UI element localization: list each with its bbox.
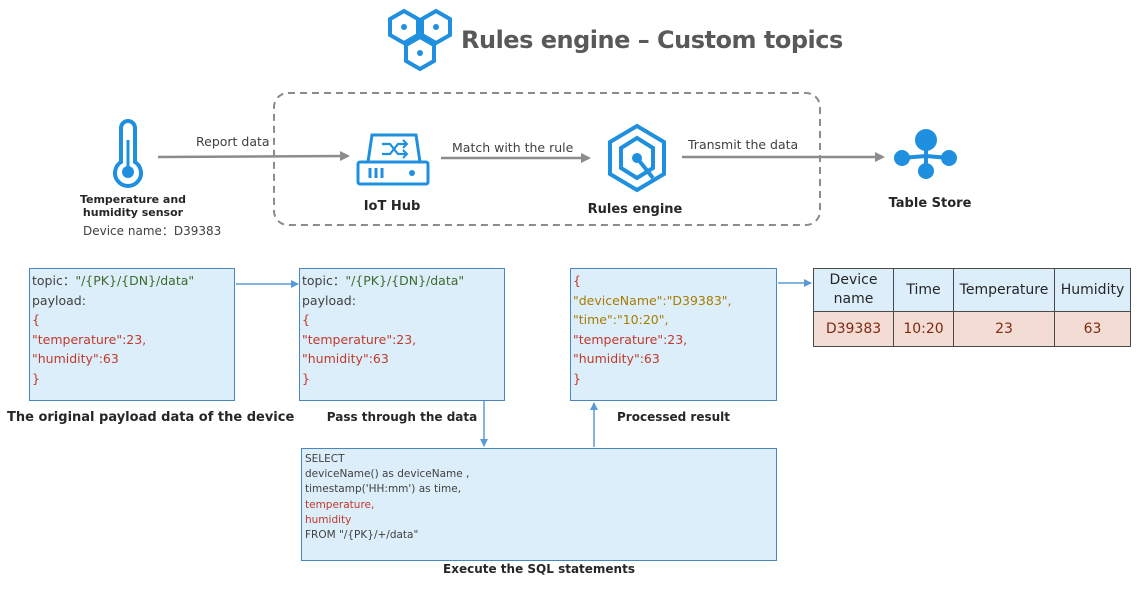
header-device-name-line2: name — [833, 291, 874, 307]
topic-line: topic："/{PK}/{DN}/data" — [302, 271, 502, 291]
table-header-row: Device name Time Temperature Humidity — [813, 268, 1131, 312]
header-device-name: Device name — [813, 268, 894, 312]
result-caption: Processed result — [617, 410, 730, 424]
cell-humidity: 63 — [1054, 311, 1131, 347]
humidity-line: "humidity":63 — [32, 351, 119, 366]
cell-temperature: 23 — [953, 311, 1055, 347]
temperature-line: "temperature":23, — [32, 331, 147, 347]
thermometer-icon — [113, 119, 143, 188]
iot-hub-icon — [356, 133, 430, 186]
original-payload-box: topic："/{PK}/{DN}/data" payload: { "temp… — [29, 268, 235, 401]
pass-through-box: topic："/{PK}/{DN}/data" payload: { "temp… — [299, 268, 505, 401]
brace-close: } — [32, 370, 40, 386]
brace-open: { — [302, 312, 310, 327]
sql-line-select: SELECT — [305, 453, 345, 465]
original-caption: The original payload data of the device — [7, 410, 295, 425]
humidity-line: "humidity":63 — [573, 351, 660, 366]
pass-caption: Pass through the data — [326, 410, 478, 424]
report-arrow — [157, 151, 350, 162]
payload-label: payload: — [32, 292, 86, 308]
sensor-label-line2: humidity sensor — [82, 206, 184, 219]
sensor-label: Temperature and humidity sensor — [68, 193, 198, 219]
topic-line: topic："/{PK}/{DN}/data" — [32, 271, 232, 291]
cell-device-name: D39383 — [813, 311, 894, 347]
header-time: Time — [893, 268, 954, 312]
report-data-label: Report data — [196, 134, 270, 149]
table-store-label: Table Store — [888, 196, 972, 211]
device-name-text: Device name：D39383 — [83, 224, 222, 238]
topic-value: "/{PK}/{DN}/data" — [345, 273, 465, 288]
sql-line-timestamp: timestamp('HH:mm') as time, — [305, 483, 462, 496]
brace-close: } — [302, 370, 310, 386]
match-rule-label: Match with the rule — [452, 140, 574, 155]
brace-open: { — [32, 312, 40, 327]
page-title: Rules engine – Custom topics — [461, 26, 843, 54]
rules-frame — [273, 92, 821, 226]
temperature-line: "temperature":23, — [573, 331, 688, 347]
payload-label: payload: — [302, 292, 356, 308]
sql-line-humidity: humidity — [305, 513, 352, 526]
topic-value: "/{PK}/{DN}/data" — [75, 273, 195, 288]
humidity-line: "humidity":63 — [302, 351, 389, 366]
sql-line-devicename: deviceName() as deviceName , — [305, 468, 470, 481]
header-humidity: Humidity — [1054, 268, 1131, 312]
sql-line-from: FROM "/{PK}/+/data" — [305, 529, 419, 542]
time-line: "time":"10:20", — [573, 312, 669, 327]
iot-hub-label: IoT Hub — [363, 199, 421, 214]
processed-result-box: { "deviceName":"D39383", "time":"10:20",… — [570, 268, 777, 401]
hexagon-cluster-icon — [388, 8, 452, 72]
topic-prefix: topic： — [32, 273, 76, 288]
header-device-name-line1: Device — [829, 272, 878, 288]
rules-engine-label: Rules engine — [587, 202, 683, 217]
sql-statement-box: SELECT deviceName() as deviceName , time… — [301, 448, 777, 561]
sql-line-temperature: temperature, — [305, 498, 375, 511]
device-name-line: "deviceName":"D39383", — [573, 292, 732, 308]
table-store-icon — [894, 129, 957, 179]
header-temperature: Temperature — [953, 268, 1055, 312]
table-row: D39383 10:20 23 63 — [813, 311, 1131, 347]
transmit-label: Transmit the data — [688, 137, 799, 152]
brace-open: { — [573, 273, 581, 288]
sql-caption: Execute the SQL statements — [443, 562, 635, 576]
brace-close: } — [573, 370, 581, 386]
result-table: Device name Time Temperature Humidity D3… — [813, 268, 1131, 347]
topic-prefix: topic： — [302, 273, 346, 288]
sensor-label-line1: Temperature and — [79, 193, 187, 206]
cell-time: 10:20 — [893, 311, 954, 347]
rules-engine-icon — [608, 123, 666, 193]
temperature-line: "temperature":23, — [302, 331, 417, 347]
